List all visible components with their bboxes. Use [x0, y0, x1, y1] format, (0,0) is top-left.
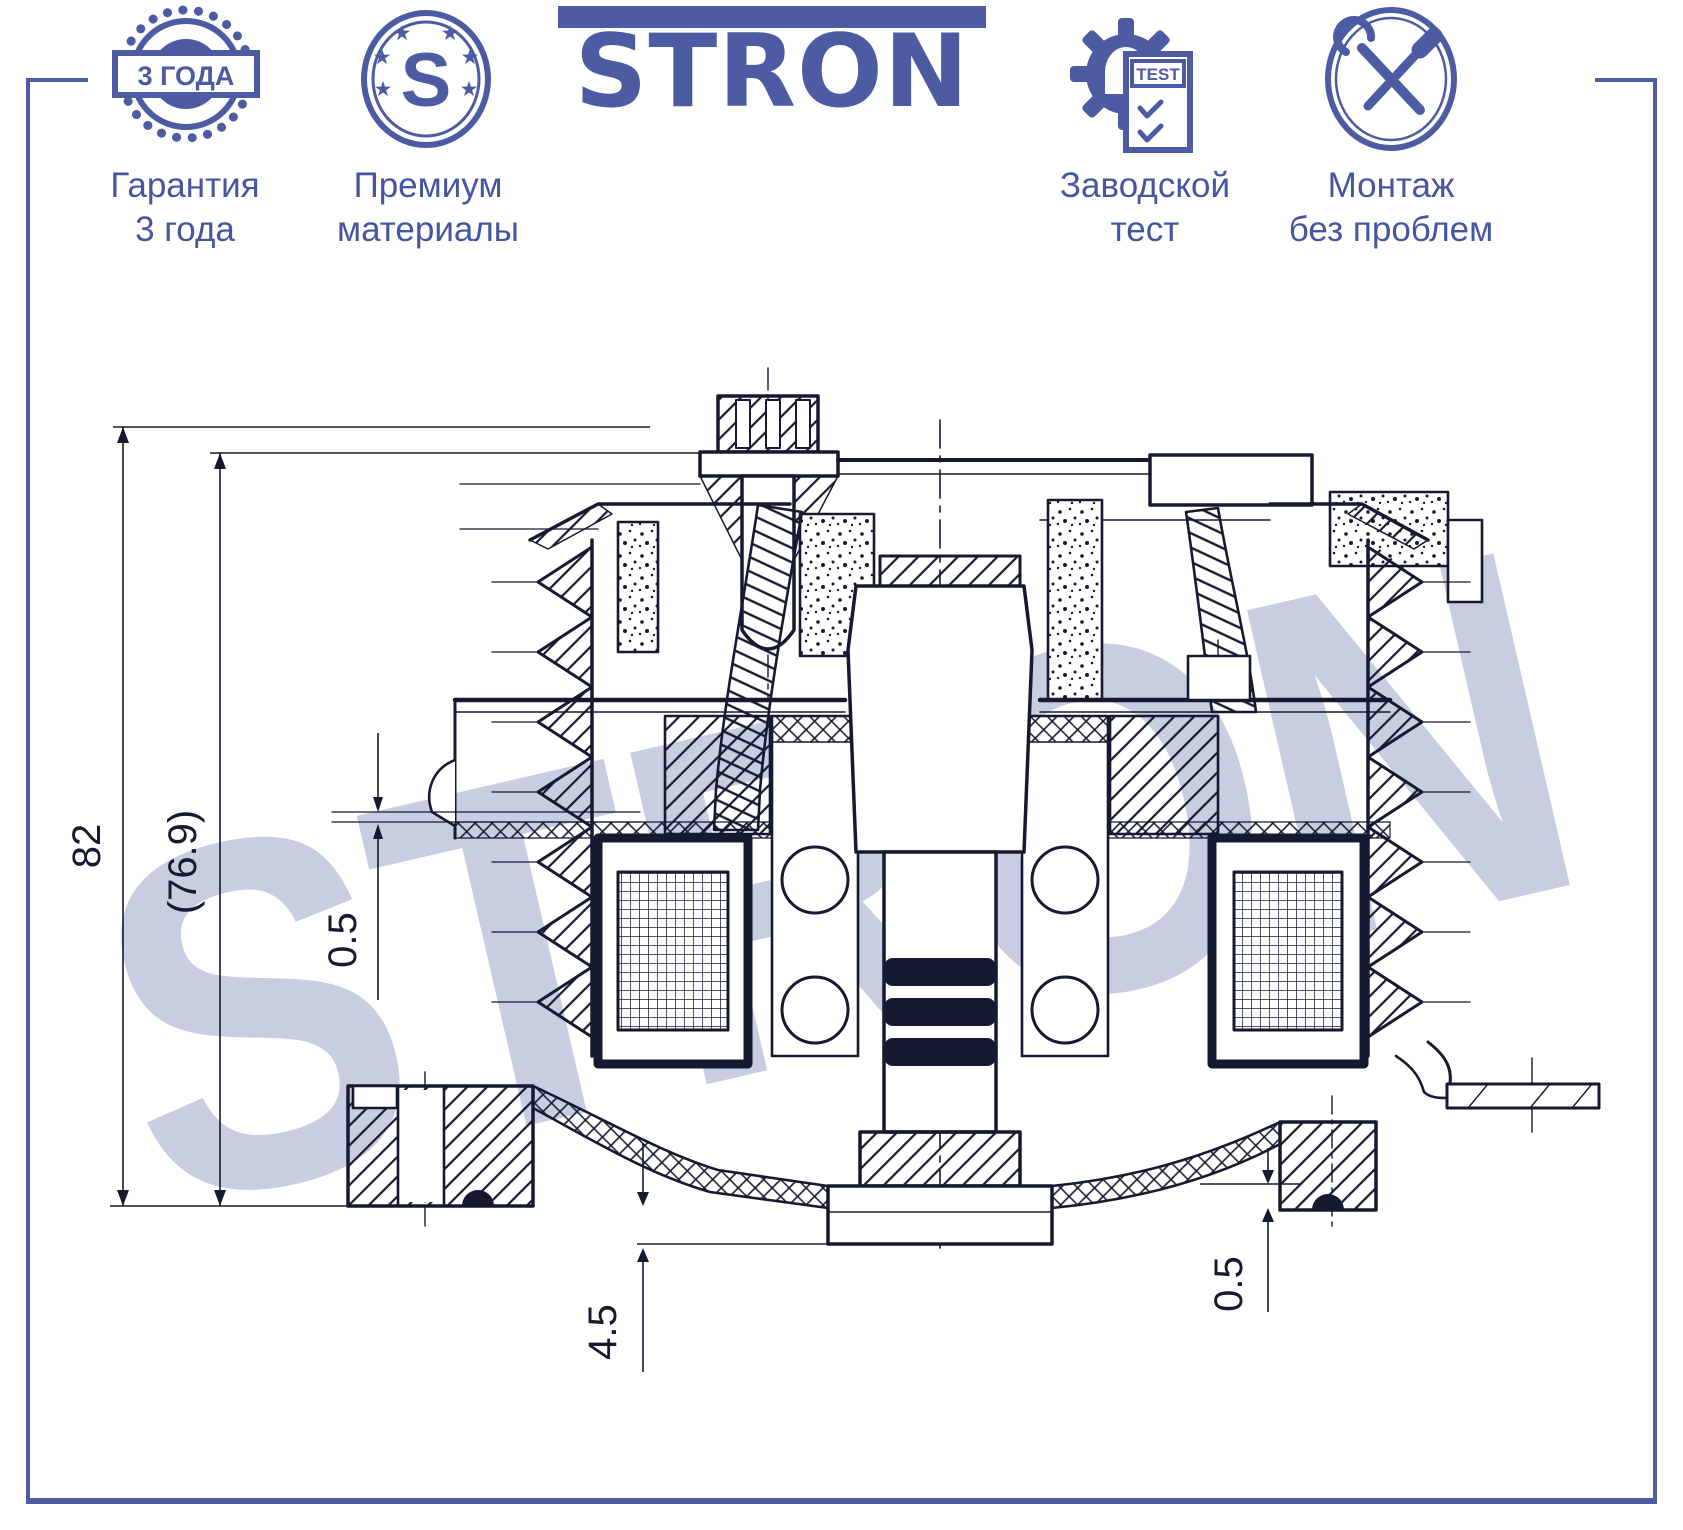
- premium-inner-ring: [371, 20, 481, 138]
- frame-right-line: [1653, 78, 1657, 1502]
- warranty-seal-icon: 3 ГОДА: [112, 4, 260, 156]
- frame-left-line: [26, 78, 30, 1502]
- dimension-hub-offset: 4.5: [581, 1304, 625, 1360]
- badge-label-premium: Премиум материалы: [300, 164, 556, 253]
- hub-nut: [858, 1130, 1022, 1188]
- left-pulley-grooves: [491, 502, 792, 1058]
- bolt-flange: [698, 450, 840, 478]
- premium-quality-icon: S ★★★ ★★★: [352, 6, 500, 156]
- dimension-lower-clearance: 0.5: [1207, 1256, 1251, 1312]
- logo-top-bar: [558, 6, 986, 28]
- svg-text:★: ★: [374, 78, 393, 101]
- pulley-cross-section: [331, 367, 1601, 1251]
- easy-install-icon: [1316, 4, 1466, 156]
- hub-and-shaft: [826, 554, 1054, 1246]
- premium-stars: ★★★ ★★★: [373, 22, 480, 101]
- svg-text:★: ★: [441, 22, 460, 45]
- premium-monogram: S: [401, 38, 452, 123]
- left-mount-foot: [346, 1084, 535, 1208]
- right-pulley-grooves: [1268, 502, 1471, 1058]
- brand-logo: STRON: [558, 6, 986, 124]
- factory-test-icon: TEST: [1068, 4, 1224, 156]
- checkmarks: [1137, 99, 1164, 143]
- tools-outer-ring: [1325, 7, 1457, 151]
- svg-text:★: ★: [461, 46, 480, 69]
- bell-housing-left: [531, 1084, 830, 1210]
- frame-top-left-stub: [26, 78, 88, 82]
- badge-label-line: Премиум: [353, 166, 503, 205]
- seal-ring: [884, 1038, 996, 1066]
- svg-text:★: ★: [460, 78, 479, 101]
- dimension-reference-height: (76.9): [161, 810, 205, 915]
- right-bearing: [1020, 714, 1110, 1058]
- seal-ring: [884, 958, 996, 986]
- badge-label-line: Монтаж: [1327, 166, 1455, 205]
- logo-text: STRON: [574, 12, 970, 130]
- seal-ring: [884, 998, 996, 1026]
- premium-outer-ring: [361, 10, 491, 148]
- badge-label-line: 3 года: [135, 210, 235, 250]
- svg-text:★: ★: [393, 22, 412, 45]
- right-coil: [1207, 833, 1369, 1069]
- badge-label-warranty: Гарантия 3 года: [75, 164, 295, 253]
- dimension-upper-clearance: 0.5: [321, 912, 365, 968]
- seal-banner-text: 3 ГОДА: [138, 61, 235, 91]
- left-coil: [593, 833, 753, 1069]
- badge-label-install: Монтаж без проблем: [1258, 164, 1524, 253]
- badge-label-line: без проблем: [1288, 210, 1494, 250]
- dimension-overall-height: 82: [65, 824, 109, 869]
- frame-bottom-line: [26, 1498, 1657, 1504]
- right-mounting-strip: [1394, 1040, 1601, 1110]
- frame-top-right-stub: [1595, 78, 1657, 82]
- badge-label-test: Заводской тест: [1035, 164, 1255, 253]
- bell-housing-right: [1050, 1120, 1282, 1210]
- clipboard-text: TEST: [1136, 65, 1180, 84]
- clipboard-band: [1130, 59, 1186, 88]
- tools-inner-ring: [1334, 16, 1448, 142]
- svg-text:★: ★: [373, 46, 392, 69]
- left-bearing: [770, 714, 860, 1058]
- right-mount-foot: [1278, 1120, 1378, 1212]
- seal-banner: [112, 50, 260, 98]
- badge-label-line: тест: [1110, 210, 1180, 250]
- badge-label-line: Заводской: [1059, 166, 1231, 205]
- dimension-lines: [110, 426, 1300, 1372]
- badge-label-line: Гарантия: [110, 166, 260, 205]
- badge-label-line: материалы: [337, 210, 519, 250]
- hub-boss: [826, 1184, 1054, 1246]
- wrench-icon: [1333, 16, 1376, 56]
